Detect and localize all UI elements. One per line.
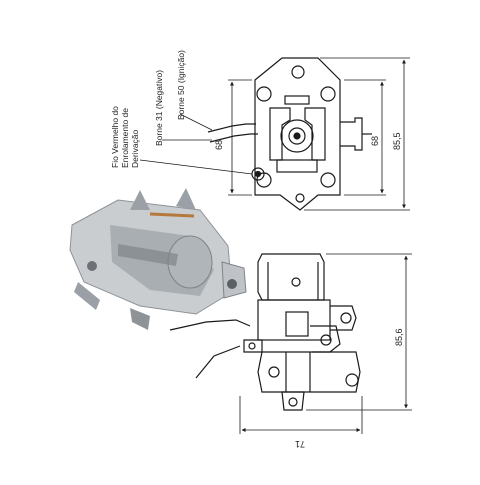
- side-cap-hole: [291, 277, 301, 287]
- mount-hole-bottom: [295, 193, 305, 203]
- photo-copper-bar: [149, 212, 195, 218]
- terminal-hole-left-upper: [256, 86, 272, 102]
- wire-top-lower: [209, 133, 258, 143]
- side-foot: [281, 391, 305, 411]
- center-boss-inner: [288, 127, 306, 145]
- terminal-hole-right-upper: [320, 86, 336, 102]
- mount-hole-top: [291, 65, 305, 79]
- side-view-drawing: [169, 253, 361, 411]
- inner-bridge: [284, 95, 310, 105]
- side-lower-hole-left: [268, 366, 280, 378]
- label-fio-line-3: Derivação: [130, 129, 140, 168]
- photo-bottom-bracket: [130, 308, 150, 330]
- top-view-dimensions: [228, 57, 410, 211]
- photo-shadow-band: [118, 244, 178, 266]
- photo-tab-top-right: [176, 188, 196, 210]
- photo-terminal-bolt: [227, 279, 237, 289]
- top-plate-outline: [254, 57, 341, 211]
- label-borne-31: Borne 31 (Negativo): [154, 70, 164, 146]
- label-fio-line-1: Fio Vermelho do: [110, 106, 120, 168]
- solenoid-photo: [69, 188, 247, 330]
- dim-text-side-height: 85,6: [394, 328, 404, 346]
- label-fio-vermelho: Fio Vermelho do Enrolamento de Derivação: [110, 106, 140, 168]
- leader-borne-50: [179, 113, 213, 131]
- right-terminal-tab: [340, 117, 363, 151]
- leader-lines: [139, 113, 253, 175]
- wire-top-upper: [207, 123, 256, 133]
- dim-text-top-overall: 85,5: [392, 132, 402, 150]
- inner-contact-left: [269, 107, 291, 161]
- center-boss-outer: [280, 119, 314, 153]
- wire-side-lower: [195, 345, 241, 379]
- leader-fio-vermelho: [139, 159, 253, 175]
- side-view-dimensions: [239, 253, 412, 434]
- side-terminal-right-bolt: [340, 312, 352, 324]
- side-foot-bolt: [288, 397, 298, 407]
- side-terminal-lower-bolt: [320, 334, 332, 346]
- top-view-drawing: [207, 57, 372, 211]
- photo-left-bolt: [87, 261, 97, 271]
- side-lower-assembly: [257, 351, 361, 393]
- label-borne-50: Borne 50 (Ignição): [176, 50, 186, 120]
- side-lower-hole-right: [345, 373, 359, 387]
- inner-base: [276, 159, 318, 173]
- label-fio-line-2: Enrolamento de: [120, 108, 130, 168]
- borne-terminal-center: [254, 170, 262, 178]
- wire-side-upper: [169, 319, 251, 331]
- side-left-bolt: [248, 342, 256, 350]
- inner-contact-right: [304, 107, 326, 161]
- dim-text-top-inner: 68: [370, 136, 380, 146]
- side-body: [257, 299, 331, 341]
- side-left-block: [243, 339, 263, 353]
- photo-left-foot: [74, 282, 100, 310]
- terminal-hole-right-lower: [320, 172, 336, 188]
- center-boss-pin: [293, 132, 301, 140]
- side-terminal-right-upper: [330, 305, 357, 331]
- side-body-window: [285, 311, 309, 337]
- photo-tab-top-left: [130, 190, 150, 210]
- dim-text-top-left: 68: [214, 140, 224, 150]
- dim-text-side-width: 71: [295, 439, 305, 449]
